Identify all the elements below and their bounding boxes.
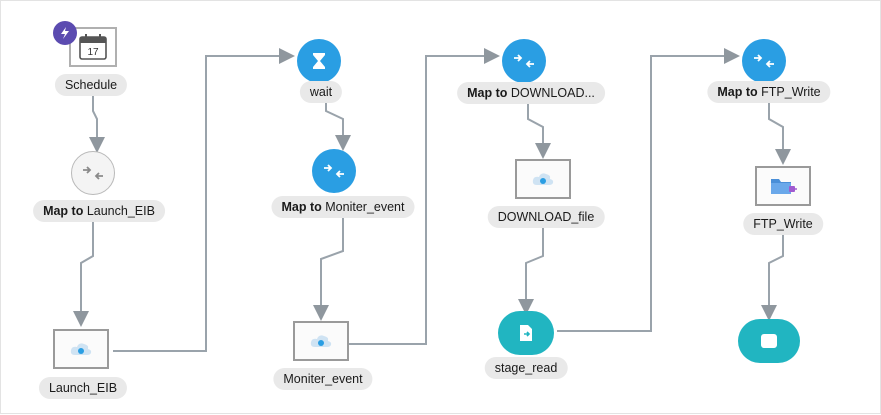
map-target: FTP_Write bbox=[761, 85, 821, 99]
wire-launch-to-wait bbox=[113, 48, 295, 352]
trigger-badge bbox=[53, 21, 77, 45]
map-ftp-node[interactable] bbox=[742, 39, 786, 83]
download-file-node[interactable] bbox=[515, 159, 571, 199]
schedule-node[interactable]: 17 bbox=[69, 27, 117, 67]
map-moniter-label: Map to Moniter_event bbox=[271, 196, 415, 218]
map-arrows-icon bbox=[754, 54, 774, 68]
wire-wait-to-map bbox=[325, 99, 351, 151]
wire-schedule-to-map bbox=[89, 91, 105, 153]
map-prefix: Map to bbox=[717, 85, 758, 99]
map-prefix: Map to bbox=[467, 86, 508, 100]
launch-eib-label: Launch_EIB bbox=[38, 377, 128, 399]
wire-stage-to-map bbox=[557, 48, 740, 332]
map-download-label: Map to DOWNLOAD... bbox=[457, 82, 605, 104]
map-launch-eib-label: Map to Launch_EIB bbox=[33, 200, 165, 222]
map-download-node[interactable] bbox=[502, 39, 546, 83]
lightning-icon bbox=[61, 27, 69, 39]
map-moniter-node[interactable] bbox=[312, 149, 356, 193]
wire-map-to-launch bbox=[73, 219, 94, 327]
wait-label: wait bbox=[299, 81, 343, 103]
stop-icon bbox=[761, 334, 777, 348]
map-ftp-label: Map to FTP_Write bbox=[707, 81, 831, 103]
cloud-icon bbox=[70, 343, 92, 355]
map-target: DOWNLOAD... bbox=[510, 86, 595, 100]
wire-map-to-download bbox=[527, 101, 551, 159]
wire-moniter-to-map bbox=[349, 48, 500, 345]
moniter-event-node[interactable] bbox=[293, 321, 349, 361]
map-arrows-icon bbox=[83, 166, 103, 180]
end-node[interactable] bbox=[738, 319, 800, 363]
stage-read-node[interactable] bbox=[498, 311, 554, 355]
folder-plug-icon bbox=[771, 179, 797, 194]
schedule-label: Schedule bbox=[54, 74, 128, 96]
hourglass-icon bbox=[313, 53, 325, 69]
cloud-icon bbox=[532, 173, 554, 185]
file-read-icon bbox=[520, 325, 532, 341]
map-target: Moniter_event bbox=[325, 200, 405, 214]
wait-node[interactable] bbox=[297, 39, 341, 83]
calendar-day-text: 17 bbox=[87, 47, 99, 58]
moniter-event-label: Moniter_event bbox=[273, 368, 373, 390]
stage-read-label: stage_read bbox=[484, 357, 568, 379]
wire-download-to-stage bbox=[518, 223, 544, 315]
wire-map-to-moniter bbox=[313, 213, 344, 321]
calendar-icon: 17 bbox=[79, 34, 107, 60]
map-prefix: Map to bbox=[43, 204, 84, 218]
wire-ftp-to-end bbox=[761, 231, 784, 321]
map-target: Launch_EIB bbox=[86, 204, 155, 218]
wire-map-to-ftp bbox=[768, 99, 791, 165]
map-arrows-icon bbox=[324, 164, 344, 178]
cloud-icon bbox=[310, 335, 332, 347]
ftp-write-node[interactable] bbox=[755, 166, 811, 206]
map-launch-eib-node[interactable] bbox=[71, 151, 115, 195]
download-file-label: DOWNLOAD_file bbox=[487, 206, 605, 228]
map-prefix: Map to bbox=[281, 200, 322, 214]
ftp-write-label: FTP_Write bbox=[743, 213, 823, 235]
launch-eib-node[interactable] bbox=[53, 329, 109, 369]
map-arrows-icon bbox=[514, 54, 534, 68]
